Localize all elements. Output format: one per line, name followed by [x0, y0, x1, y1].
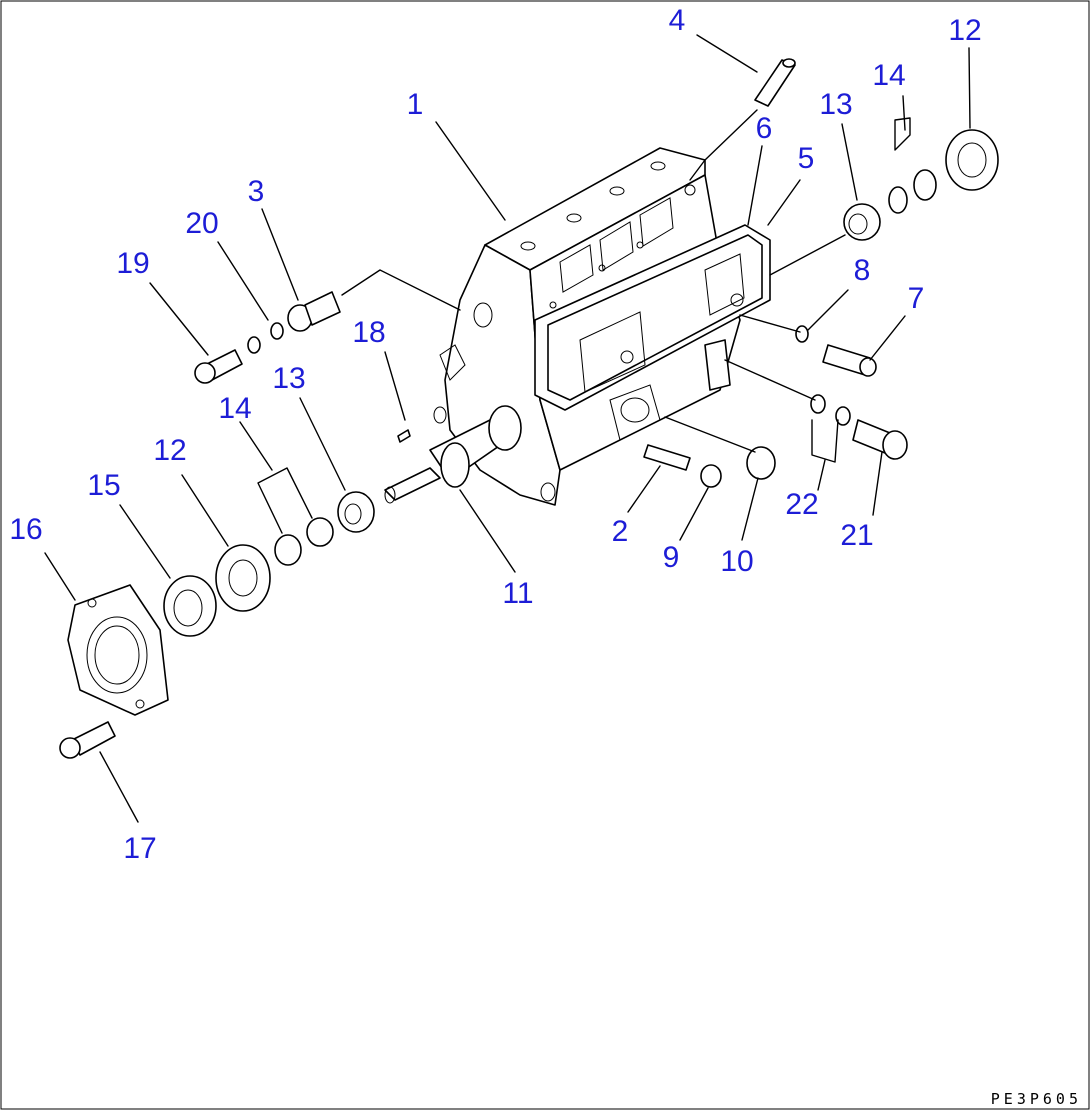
- part-21-bolt: [852, 419, 908, 460]
- part-14-shim-a: [306, 517, 334, 547]
- callouts: 1 2 3 4 5 6 7 8 9 10 11 12 12 13 13 14 1…: [9, 4, 981, 865]
- part-20-washer-b: [247, 336, 261, 354]
- part-13-seal-right: [843, 203, 881, 241]
- part-19-bolt: [194, 349, 243, 384]
- part-17-bolt: [59, 721, 116, 759]
- callout-4: 4: [669, 4, 686, 37]
- cover-plate: [547, 234, 763, 401]
- callout-3: 3: [248, 175, 265, 208]
- callout-12-left: 12: [153, 434, 186, 467]
- callout-14-right: 14: [872, 59, 905, 92]
- callout-20: 20: [185, 207, 218, 240]
- callout-16: 16: [9, 513, 42, 546]
- part-16-flange: [67, 584, 169, 716]
- callout-2: 2: [612, 515, 629, 548]
- part-20-washer: [270, 322, 284, 340]
- part-3-fitting: [287, 291, 341, 332]
- leader-lines: [44, 34, 971, 823]
- callout-14-left: 14: [218, 392, 251, 425]
- part-2-stud: [643, 444, 691, 471]
- part-22-washer-a: [810, 394, 826, 414]
- part-14-shims-right: [888, 169, 937, 214]
- part-15-race: [163, 575, 217, 637]
- part-10-o-ring: [746, 446, 776, 480]
- part-22-washer-b: [835, 406, 851, 426]
- drawing-code: PE3P605: [991, 1090, 1082, 1108]
- callout-6: 6: [756, 112, 773, 145]
- callout-8: 8: [854, 254, 871, 287]
- callout-15: 15: [87, 469, 120, 502]
- part-7-bolt: [822, 344, 877, 377]
- callout-13-right: 13: [819, 88, 852, 121]
- part-18-key: [397, 429, 411, 443]
- part-13-seal-left: [337, 491, 375, 533]
- part-8-washer: [795, 325, 809, 343]
- callout-7: 7: [908, 282, 925, 315]
- callout-18: 18: [352, 316, 385, 349]
- callout-21: 21: [840, 519, 873, 552]
- callout-22: 22: [785, 488, 818, 521]
- callout-19: 19: [116, 247, 149, 280]
- part-14-shim-b: [274, 534, 302, 566]
- part-12-bearing-left: [215, 544, 271, 612]
- callout-12-right: 12: [948, 14, 981, 47]
- callout-1: 1: [407, 88, 424, 121]
- callout-5: 5: [798, 142, 815, 175]
- callout-11: 11: [502, 577, 533, 610]
- callout-10: 10: [720, 545, 753, 578]
- callout-9: 9: [663, 541, 680, 574]
- part-4-bolt: [754, 58, 796, 107]
- callout-17: 17: [123, 832, 156, 865]
- callout-13-left: 13: [272, 362, 305, 395]
- housing-fitting: [704, 339, 731, 391]
- side-cover-assembly: [534, 224, 771, 411]
- camshaft: [384, 405, 522, 504]
- part-12-bearing-right: [945, 129, 999, 191]
- part-9-nut: [700, 464, 722, 488]
